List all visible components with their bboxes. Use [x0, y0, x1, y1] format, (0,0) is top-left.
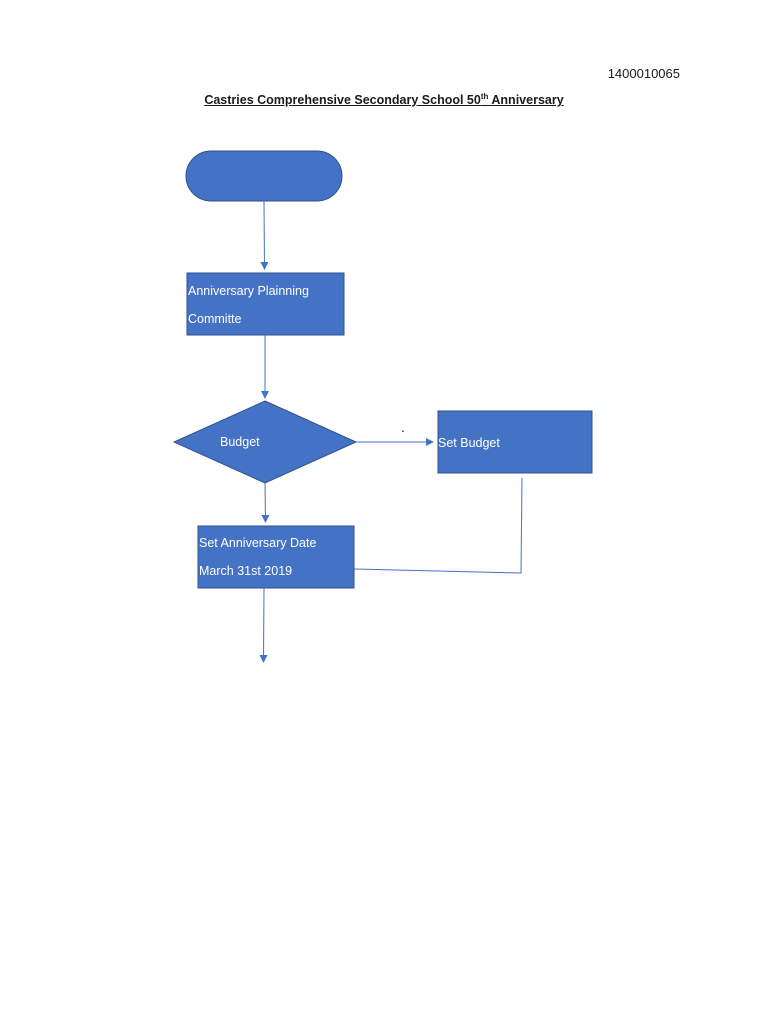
connector-set-budget-to-set-date — [353, 477, 523, 574]
committee-label-line-1: Anniversary Plainning — [188, 284, 309, 298]
set-date-process-box — [197, 525, 355, 589]
document-id-number: 1400010065 — [607, 66, 680, 81]
set-budget-label: Set Budget — [438, 436, 500, 450]
connector-start-to-committee — [260, 200, 269, 270]
connector-decision-to-set-date — [261, 482, 270, 523]
title-superscript: th — [480, 91, 489, 101]
decision-label: Budget — [220, 435, 260, 449]
committee-label-line-2: Committe — [188, 312, 242, 326]
start-terminator — [185, 150, 343, 202]
set-budget-process-box — [437, 410, 593, 474]
title-main: Castries Comprehensive Secondary School … — [204, 93, 481, 107]
document-title: Castries Comprehensive Secondary School … — [150, 91, 618, 107]
stray-dot-mark: . — [401, 419, 405, 435]
set-date-label-line-2: March 31st 2019 — [199, 564, 293, 578]
budget-decision-diamond — [172, 400, 358, 484]
connector-set-date-down — [259, 587, 268, 663]
title-end: Anniversary — [488, 93, 564, 107]
set-date-label-line-1: Set Anniversary Date — [199, 536, 317, 550]
committee-process-box — [186, 272, 345, 336]
